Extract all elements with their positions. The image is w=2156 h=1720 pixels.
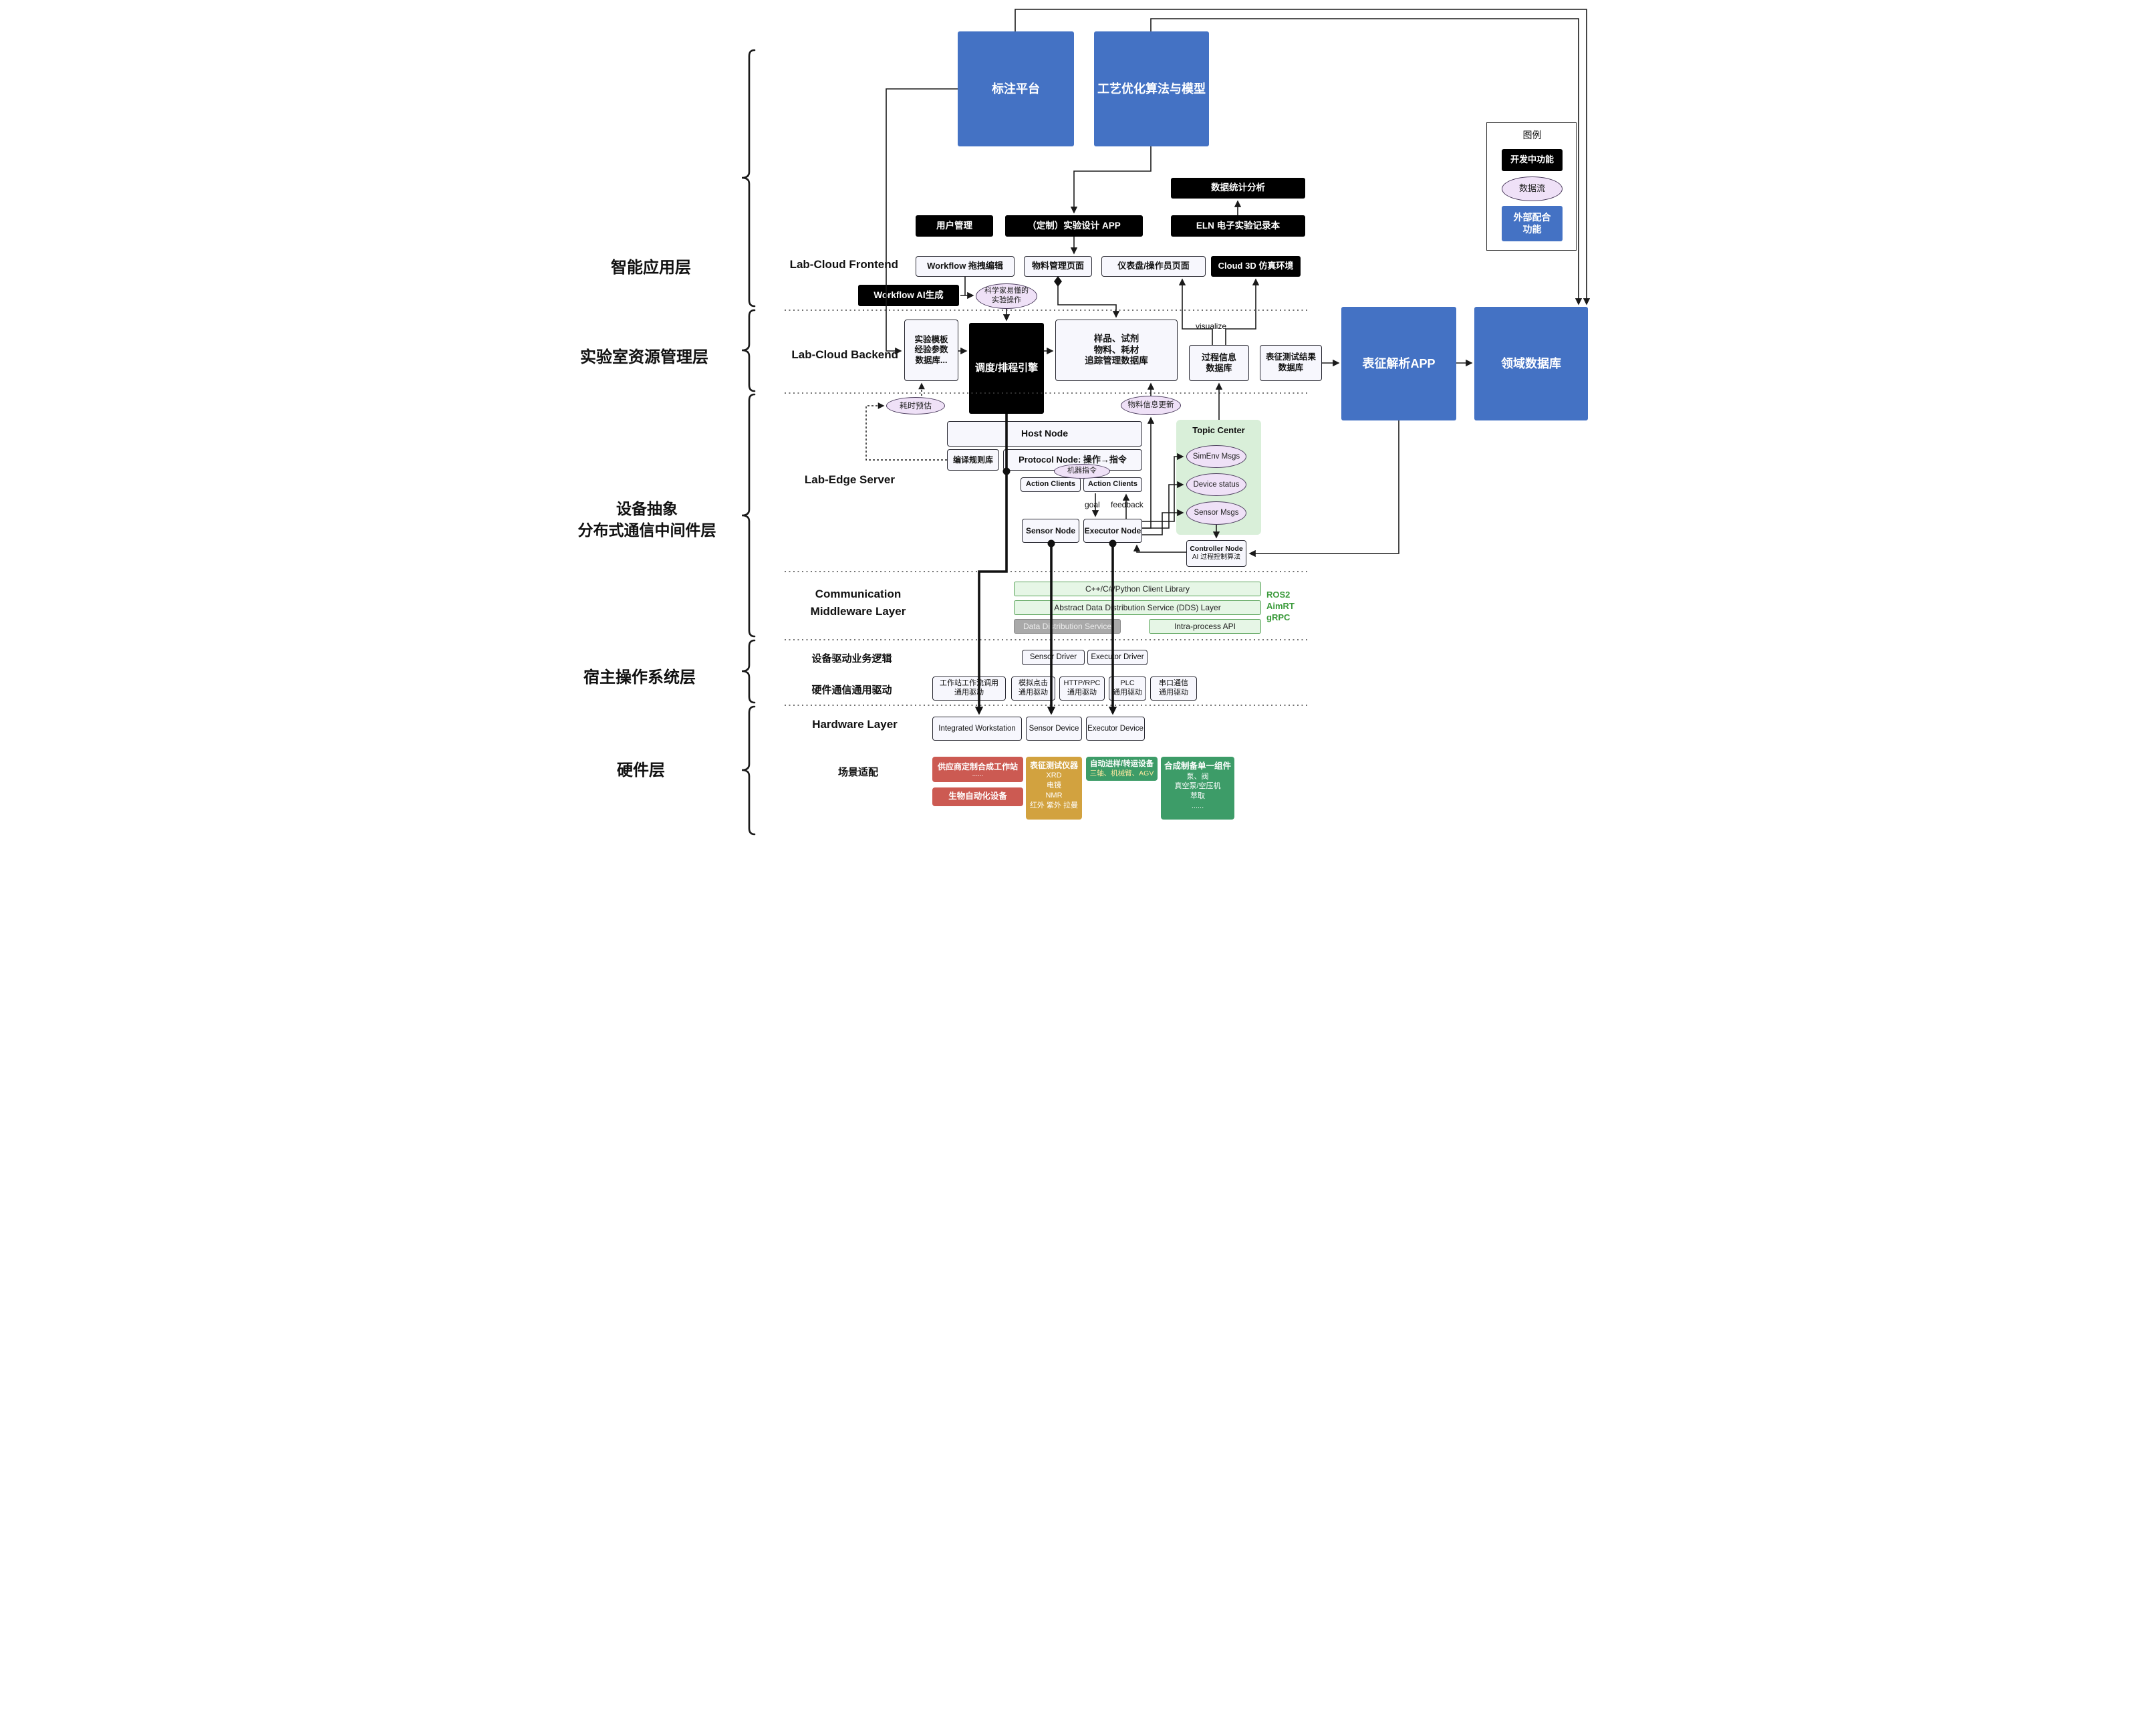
lab-edge-server-label: Lab-Edge Server xyxy=(804,473,895,486)
data-statistics-node: 数据统计分析 xyxy=(1171,178,1305,199)
characterization-app-node: 表征解析APP xyxy=(1341,307,1456,420)
app-layer-label: 智能应用层 xyxy=(611,259,691,277)
controller-node-title: Controller Node xyxy=(1190,545,1243,554)
workflow-ai-node: Workflow AI生成 xyxy=(858,285,959,306)
characterization-result-db-node: 表征测试结果 数据库 xyxy=(1260,345,1322,381)
transfer-devices-body: 三轴、机械臂、AGV xyxy=(1089,769,1154,777)
topic-center-title: Topic Center xyxy=(1192,425,1245,435)
visualize-label: visualize xyxy=(1196,322,1227,331)
annotation-platform-node: 标注平台 xyxy=(958,31,1074,146)
lab-cloud-backend-label: Lab-Cloud Backend xyxy=(791,348,898,361)
legend-panel: 图例 开发中功能 数据流 外部配合 功能 xyxy=(1486,122,1577,251)
goal-label: goal xyxy=(1085,500,1100,509)
action-clients-left-node: Action Clients xyxy=(1021,477,1081,492)
scientist-operations-flow: 科学家易懂的 实验操作 xyxy=(976,283,1037,309)
host-os-layer-label: 宿主操作系统层 xyxy=(583,668,696,687)
scheduler-engine-node: 调度/排程引擎 xyxy=(969,323,1044,414)
feedback-label: feedback xyxy=(1111,500,1143,509)
client-library-bar: C++/C#/Python Client Library xyxy=(1014,582,1261,596)
serial-driver-node: 串口通信 通用驱动 xyxy=(1150,677,1197,701)
simenv-msgs-flow: SimEnv Msgs xyxy=(1186,445,1246,468)
characterization-instruments-node: 表征测试仪器 XRD 电镜 NMR 红外 紫外 拉曼 xyxy=(1026,757,1082,820)
vendor-workstation-body: ...... xyxy=(972,771,984,778)
material-page-node: 物料管理页面 xyxy=(1024,256,1092,277)
hardware-label: Hardware Layer xyxy=(812,718,898,731)
dds-abstract-bar: Abstract Data Distribution Service (DDS)… xyxy=(1014,600,1261,615)
device-abstraction-layer-label: 设备抽象 分布式通信中间件层 xyxy=(577,500,716,539)
integrated-workstation-node: Integrated Workstation xyxy=(932,717,1022,741)
machine-command-flow: 机器指令 xyxy=(1054,464,1110,479)
vendor-workstation-node: 供应商定制合成工作站 ...... xyxy=(932,757,1023,782)
topic-center-panel: Topic Center SimEnv Msgs Device status S… xyxy=(1176,420,1261,535)
scenario-label: 场景适配 xyxy=(837,767,878,778)
synthesis-components-title: 合成制备单一组件 xyxy=(1164,761,1231,771)
hardware-layer-label: 硬件层 xyxy=(617,761,665,779)
process-optimization-node: 工艺优化算法与模型 xyxy=(1094,31,1209,146)
lab-cloud-frontend-label: Lab-Cloud Frontend xyxy=(789,258,898,271)
executor-driver-node: Executor Driver xyxy=(1087,650,1148,665)
controller-node-body: AI 过程控制算法 xyxy=(1192,554,1241,562)
architecture-diagram: 标注平台 工艺优化算法与模型 图例 开发中功能 数据流 外部配合 功能 智能应用… xyxy=(554,0,1602,836)
workstation-driver-node: 工作站工作流调用 通用驱动 xyxy=(932,677,1006,701)
resource-layer-label: 实验室资源管理层 xyxy=(580,348,708,366)
driver-logic-label: 设备驱动业务逻辑 xyxy=(811,653,892,664)
sensor-node: Sensor Node xyxy=(1022,519,1079,543)
dotted-estimation-arrows xyxy=(865,382,947,461)
time-estimation-flow: 耗时预估 xyxy=(886,397,945,414)
synthesis-components-node: 合成制备单一组件 泵、阀 真空泵/空压机 萃取 ...... xyxy=(1161,757,1234,820)
eln-node: ELN 电子实验记录本 xyxy=(1171,215,1305,237)
synthesis-components-body: 泵、阀 真空泵/空压机 萃取 ...... xyxy=(1174,772,1221,811)
executor-node: Executor Node xyxy=(1083,519,1142,543)
custom-experiment-app-node: （定制）实验设计 APP xyxy=(1005,215,1143,237)
sensor-msgs-flow: Sensor Msgs xyxy=(1186,501,1246,525)
executor-device-node: Executor Device xyxy=(1086,717,1145,741)
characterization-instruments-title: 表征测试仪器 xyxy=(1029,761,1078,770)
sensor-driver-node: Sensor Driver xyxy=(1022,650,1085,665)
characterization-instruments-body: XRD 电镜 NMR 红外 紫外 拉曼 xyxy=(1029,771,1079,810)
process-info-db-node: 过程信息 数据库 xyxy=(1189,345,1249,381)
material-update-flow: 物料信息更新 xyxy=(1121,396,1181,415)
layer-braces xyxy=(741,49,756,836)
transfer-devices-title: 自动进样/转运设备 xyxy=(1089,760,1154,769)
domain-db-node: 领域数据库 xyxy=(1474,307,1588,420)
click-driver-node: 模拟点击 通用驱动 xyxy=(1011,677,1055,701)
dds-service-bar: Data Distribution Service xyxy=(1014,619,1121,634)
controller-node: Controller Node AI 过程控制算法 xyxy=(1186,540,1246,567)
action-clients-right-node: Action Clients xyxy=(1083,477,1142,492)
bio-automation-node: 生物自动化设备 xyxy=(932,787,1023,806)
dashboard-page-node: 仪表盘/操作员页面 xyxy=(1101,256,1206,277)
transfer-devices-node: 自动进样/转运设备 三轴、机械臂、AGV xyxy=(1086,757,1158,781)
device-status-flow: Device status xyxy=(1186,473,1246,496)
sample-tracking-db-node: 样品、试剂 物料、耗材 追踪管理数据库 xyxy=(1055,320,1178,381)
sensor-device-node: Sensor Device xyxy=(1026,717,1082,741)
legend-data-flow-swatch: 数据流 xyxy=(1502,176,1563,201)
legend-external-swatch: 外部配合 功能 xyxy=(1502,206,1563,241)
user-management-node: 用户管理 xyxy=(916,215,993,237)
legend-title: 图例 xyxy=(1522,130,1542,140)
legend-in-development-swatch: 开发中功能 xyxy=(1502,149,1563,171)
plc-driver-node: PLC 通用驱动 xyxy=(1109,677,1146,701)
http-driver-node: HTTP/RPC 通用驱动 xyxy=(1059,677,1105,701)
experiment-template-db-node: 实验模板 经验参数 数据库... xyxy=(904,320,958,381)
workflow-editor-node: Workflow 拖拽编辑 xyxy=(916,256,1015,277)
cloud-3d-node: Cloud 3D 仿真环境 xyxy=(1211,256,1301,277)
vendor-workstation-title: 供应商定制合成工作站 xyxy=(937,762,1018,771)
comm-middleware-label: Communication Middleware Layer xyxy=(810,588,906,618)
intra-process-api-bar: Intra-process API xyxy=(1149,619,1261,634)
host-node: Host Node xyxy=(947,421,1142,447)
compile-rule-library-node: 编译规则库 xyxy=(947,449,999,471)
frameworks-label: ROS2 AimRT gRPC xyxy=(1266,590,1295,622)
hw-driver-label: 硬件通信通用驱动 xyxy=(811,685,892,696)
